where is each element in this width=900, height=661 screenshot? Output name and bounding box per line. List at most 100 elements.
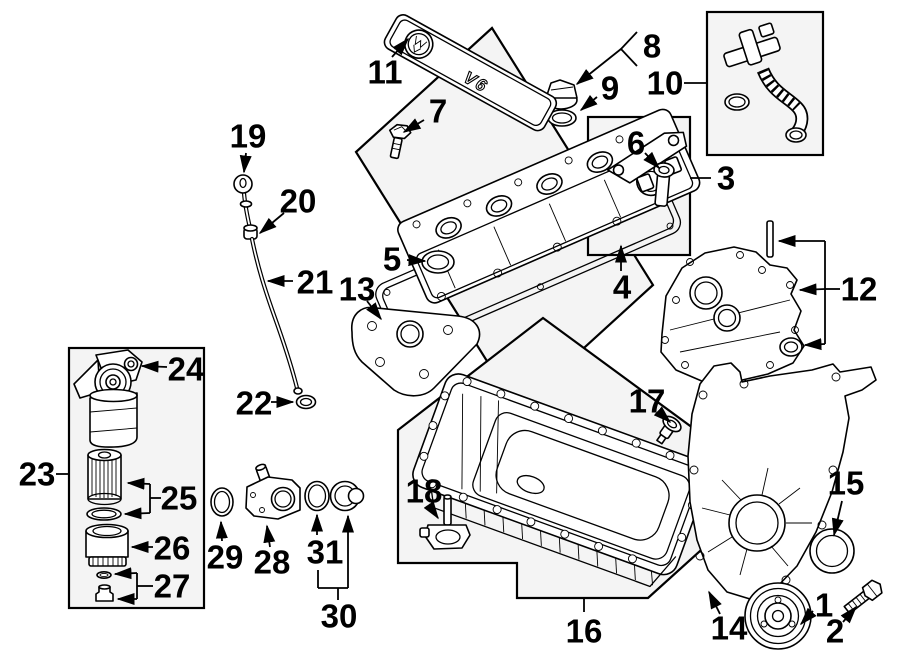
- callout-11-leader: [391, 37, 409, 58]
- callout-2[interactable]: 2: [826, 605, 857, 650]
- callout-5[interactable]: 5: [383, 241, 427, 278]
- callout-14-number[interactable]: 14: [711, 610, 748, 647]
- callout-15[interactable]: 15: [828, 465, 865, 537]
- callout-29[interactable]: 29: [207, 520, 244, 576]
- callout-17-leader: [653, 406, 672, 424]
- callout-13[interactable]: 13: [339, 271, 382, 321]
- filter-o-ring: [86, 507, 122, 521]
- callout-2-number[interactable]: 2: [826, 613, 844, 650]
- callout-4-number[interactable]: 4: [613, 269, 632, 306]
- dipstick-tube-o-ring: [295, 394, 317, 410]
- cam-ports: [435, 151, 614, 239]
- sealing-plug: [329, 480, 365, 512]
- callout-18-leader: [423, 501, 439, 520]
- callout-17[interactable]: 17: [629, 383, 672, 424]
- timing-belt-cover: [687, 362, 877, 600]
- oil-filter-housing: [73, 349, 143, 448]
- callout-25-leader: [126, 477, 151, 490]
- callout-3[interactable]: 3: [690, 160, 735, 197]
- callout-15-number[interactable]: 15: [828, 465, 865, 502]
- callout-6-number[interactable]: 6: [627, 125, 645, 162]
- callout-17-number[interactable]: 17: [629, 383, 666, 420]
- callout-13-number[interactable]: 13: [339, 271, 376, 308]
- callout-4[interactable]: 4: [613, 244, 632, 306]
- callout-19[interactable]: 19: [230, 118, 267, 174]
- oil-level-sensor: [419, 494, 471, 550]
- callout-30[interactable]: 30: [317, 514, 358, 635]
- callout-20-number[interactable]: 20: [280, 183, 317, 220]
- callout-29-number[interactable]: 29: [207, 539, 244, 576]
- callout-23-number[interactable]: 23: [19, 456, 56, 493]
- callout-20-leader: [258, 212, 285, 234]
- callout-22[interactable]: 22: [236, 385, 295, 422]
- callout-1-leader: [799, 607, 817, 626]
- callout-5-leader: [406, 254, 427, 267]
- callout-3-number[interactable]: 3: [717, 160, 735, 197]
- callout-22-number[interactable]: 22: [236, 385, 273, 422]
- callout-5-number[interactable]: 5: [383, 241, 401, 278]
- callout-12[interactable]: 12: [777, 235, 878, 351]
- crankshaft-seal: [809, 528, 855, 574]
- callout-9-number[interactable]: 9: [601, 70, 619, 107]
- cover-ribs: [701, 467, 812, 576]
- callout-28[interactable]: 28: [254, 524, 291, 581]
- callout-1[interactable]: 1: [799, 587, 833, 626]
- callout-31[interactable]: 31: [307, 513, 344, 571]
- callout-28-number[interactable]: 28: [254, 544, 291, 581]
- callout-7-number[interactable]: 7: [429, 93, 447, 130]
- callout-6-leader: [643, 151, 661, 170]
- callout-24-number[interactable]: 24: [168, 351, 205, 388]
- callout-16[interactable]: 16: [566, 599, 603, 650]
- crankshaft-pulley: [744, 582, 812, 650]
- callout-11-number[interactable]: 11: [368, 54, 403, 91]
- callout-14-leader: [708, 590, 722, 615]
- callout-24[interactable]: 24: [140, 351, 205, 388]
- callout-30-number[interactable]: 30: [321, 598, 358, 635]
- callout-21-number[interactable]: 21: [297, 264, 334, 301]
- cooler-o-ring: [210, 487, 234, 517]
- callout-20[interactable]: 20: [258, 183, 317, 234]
- callout-25[interactable]: 25: [123, 477, 198, 520]
- callout-21[interactable]: 21: [266, 264, 334, 301]
- pulley-bolt: [843, 579, 883, 615]
- callout-12-leader: [798, 283, 826, 296]
- callout-23[interactable]: 23: [19, 456, 69, 493]
- callout-31-number[interactable]: 31: [307, 534, 344, 571]
- filter-washer: [123, 356, 139, 372]
- callout-25-number[interactable]: 25: [161, 480, 198, 517]
- callout-10-number[interactable]: 10: [647, 65, 684, 102]
- callout-19-number[interactable]: 19: [230, 118, 267, 155]
- callout-1-number[interactable]: 1: [815, 587, 833, 624]
- callout-6[interactable]: 6: [627, 125, 661, 170]
- callout-9-leader: [579, 94, 598, 111]
- filter-element: [87, 448, 122, 506]
- callout-29-leader: [215, 520, 228, 542]
- filter-cap: [85, 523, 129, 567]
- callout-8-number[interactable]: 8: [643, 28, 661, 65]
- callout-26[interactable]: 26: [130, 530, 191, 567]
- sealing-flange: [351, 306, 481, 397]
- breather-hose: [723, 22, 809, 143]
- timing-cover: [660, 246, 805, 383]
- callout-14[interactable]: 14: [708, 590, 748, 647]
- callout-18[interactable]: 18: [406, 473, 443, 520]
- callout-18-number[interactable]: 18: [406, 473, 443, 510]
- callout-8-leader: [619, 31, 638, 67]
- callout-7[interactable]: 7: [402, 93, 447, 133]
- callout-26-number[interactable]: 26: [154, 530, 191, 567]
- callout-8[interactable]: 8: [575, 28, 661, 85]
- pan-bolt-holes: [419, 377, 702, 564]
- callout-12-number[interactable]: 12: [841, 271, 878, 308]
- callout-12-leader: [803, 338, 826, 351]
- callout-8-leader: [575, 48, 622, 85]
- callout-9[interactable]: 9: [579, 70, 619, 111]
- callout-27-number[interactable]: 27: [154, 568, 191, 605]
- oil-filler-cap: [544, 79, 578, 110]
- callout-27[interactable]: 27: [113, 567, 191, 605]
- callout-11[interactable]: 11: [368, 37, 409, 91]
- callout-13-leader: [366, 300, 382, 321]
- callout-10[interactable]: 10: [647, 65, 706, 102]
- callout-16-number[interactable]: 16: [566, 613, 603, 650]
